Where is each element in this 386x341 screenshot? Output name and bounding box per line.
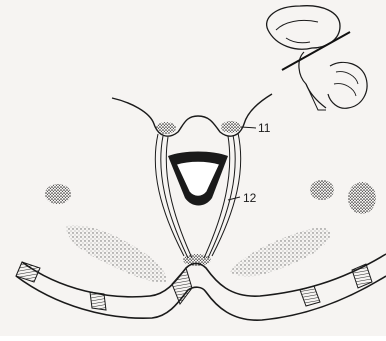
dorsal-outline xyxy=(112,94,272,136)
central-canal xyxy=(168,152,228,206)
nucleus-11-right xyxy=(221,121,241,133)
callout-label-11: 11 xyxy=(258,121,270,135)
nucleus-11-left xyxy=(156,122,176,134)
ventral-surface xyxy=(16,254,386,320)
lateral-nucleus-left xyxy=(45,184,71,204)
lateral-nucleus-right-outer xyxy=(348,182,376,214)
stipple-band-left xyxy=(66,225,166,282)
stipple-band-right xyxy=(230,228,330,277)
lateral-nucleus-right-inner xyxy=(310,180,334,200)
callout-line-11 xyxy=(241,127,256,128)
callout-label-12: 12 xyxy=(243,191,256,205)
brain-orientation-icon xyxy=(267,6,367,110)
